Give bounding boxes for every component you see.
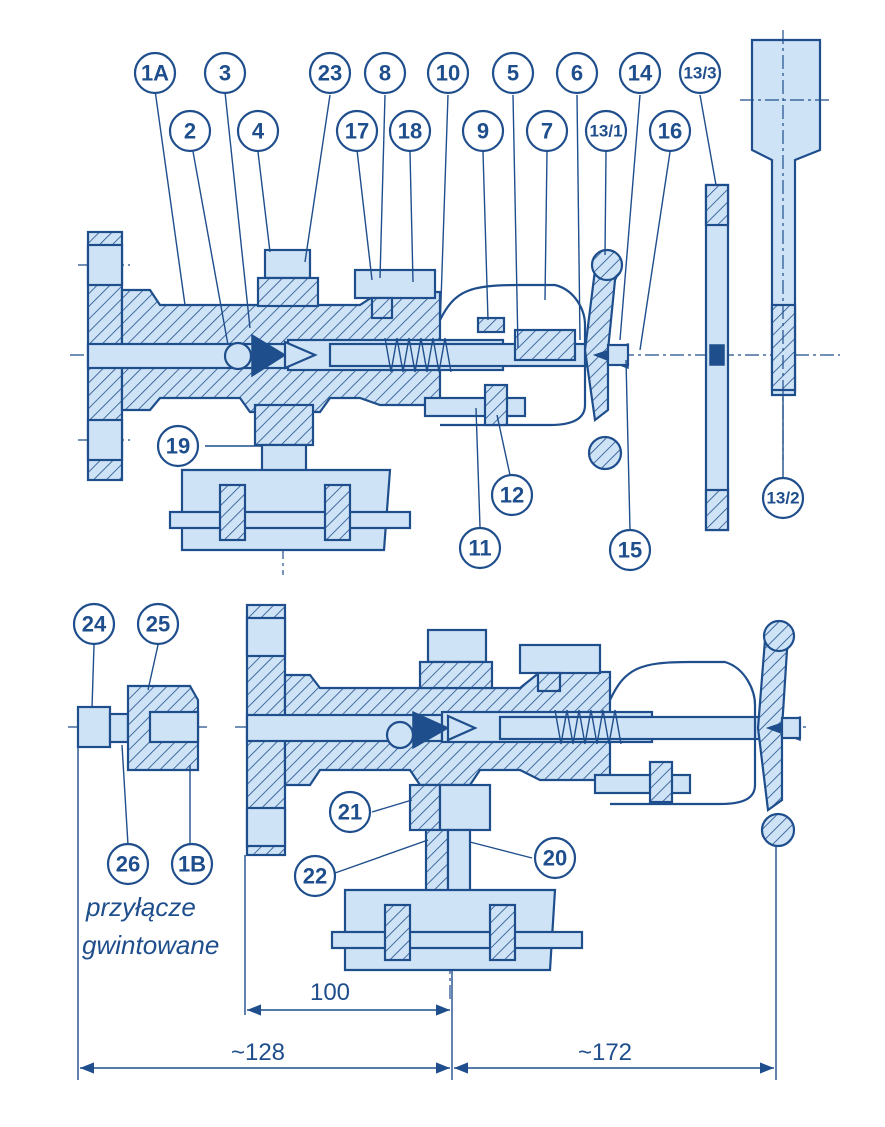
svg-text:8: 8 (379, 61, 391, 86)
callout-18: 18 (388, 109, 432, 153)
svg-text:14: 14 (628, 61, 653, 86)
bottom-section-view (235, 603, 810, 1000)
svg-text:6: 6 (571, 61, 583, 86)
caption-line2: gwintowane (82, 930, 219, 960)
svg-text:12: 12 (500, 483, 524, 508)
callout-15: 15 (608, 528, 652, 572)
top-section-view (70, 30, 840, 575)
callout-3: 3 (203, 51, 247, 95)
callout-16: 16 (648, 109, 692, 153)
callout-12: 12 (490, 473, 534, 517)
svg-text:5: 5 (507, 61, 519, 86)
svg-text:16: 16 (658, 119, 682, 144)
callout-13-2: 13/2 (761, 476, 805, 520)
svg-text:2: 2 (184, 119, 196, 144)
callout-1B: 1B (170, 842, 214, 886)
svg-text:25: 25 (146, 612, 170, 637)
svg-text:7: 7 (541, 119, 553, 144)
svg-text:18: 18 (398, 119, 422, 144)
callout-8: 8 (363, 51, 407, 95)
svg-text:21: 21 (338, 800, 362, 825)
svg-text:10: 10 (436, 61, 460, 86)
callout-23: 23 (308, 51, 352, 95)
svg-text:19: 19 (166, 434, 190, 459)
svg-text:1B: 1B (178, 852, 206, 877)
svg-text:9: 9 (477, 119, 489, 144)
svg-text:4: 4 (252, 119, 265, 144)
svg-text:3: 3 (219, 61, 231, 86)
callout-7: 7 (525, 109, 569, 153)
callout-11: 11 (458, 526, 502, 570)
svg-text:17: 17 (345, 119, 369, 144)
callout-22: 22 (293, 854, 337, 898)
callout-13-1: 13/1 (584, 109, 628, 153)
callout-19: 19 (156, 424, 200, 468)
callout-21: 21 (328, 790, 372, 834)
callout-26: 26 (106, 842, 150, 886)
svg-text:26: 26 (116, 852, 140, 877)
callout-6: 6 (555, 51, 599, 95)
callout-10: 10 (426, 51, 470, 95)
svg-text:15: 15 (618, 538, 642, 563)
callout-4: 4 (236, 109, 280, 153)
dimension-lines: 100 ~128 ~172 (77, 748, 777, 1080)
dimension-172: ~172 (578, 1039, 632, 1066)
callout-20: 20 (533, 836, 577, 880)
svg-text:1A: 1A (141, 61, 169, 86)
svg-text:13/1: 13/1 (589, 122, 622, 141)
callout-14: 14 (618, 51, 662, 95)
svg-text:22: 22 (303, 864, 327, 889)
svg-text:13/3: 13/3 (683, 64, 716, 83)
caption-line1: przyłącze (85, 892, 196, 922)
callout-2: 2 (168, 109, 212, 153)
dimension-128: ~128 (231, 1039, 285, 1066)
threaded-connection-detail (68, 644, 210, 846)
svg-text:13/2: 13/2 (766, 489, 799, 508)
callout-9: 9 (461, 109, 505, 153)
svg-text:20: 20 (543, 846, 567, 871)
callout-17: 17 (335, 109, 379, 153)
callout-1A: 1A (133, 51, 177, 95)
svg-text:23: 23 (318, 61, 342, 86)
callout-labels: 1A 3 23 8 10 5 6 14 13/3 2 4 17 18 9 7 1… (72, 51, 805, 898)
callout-13-3: 13/3 (678, 51, 722, 95)
dimension-100: 100 (310, 979, 350, 1006)
svg-text:24: 24 (82, 612, 107, 637)
callout-25: 25 (136, 602, 180, 646)
svg-text:11: 11 (468, 536, 491, 561)
callout-5: 5 (491, 51, 535, 95)
callout-24: 24 (72, 602, 116, 646)
